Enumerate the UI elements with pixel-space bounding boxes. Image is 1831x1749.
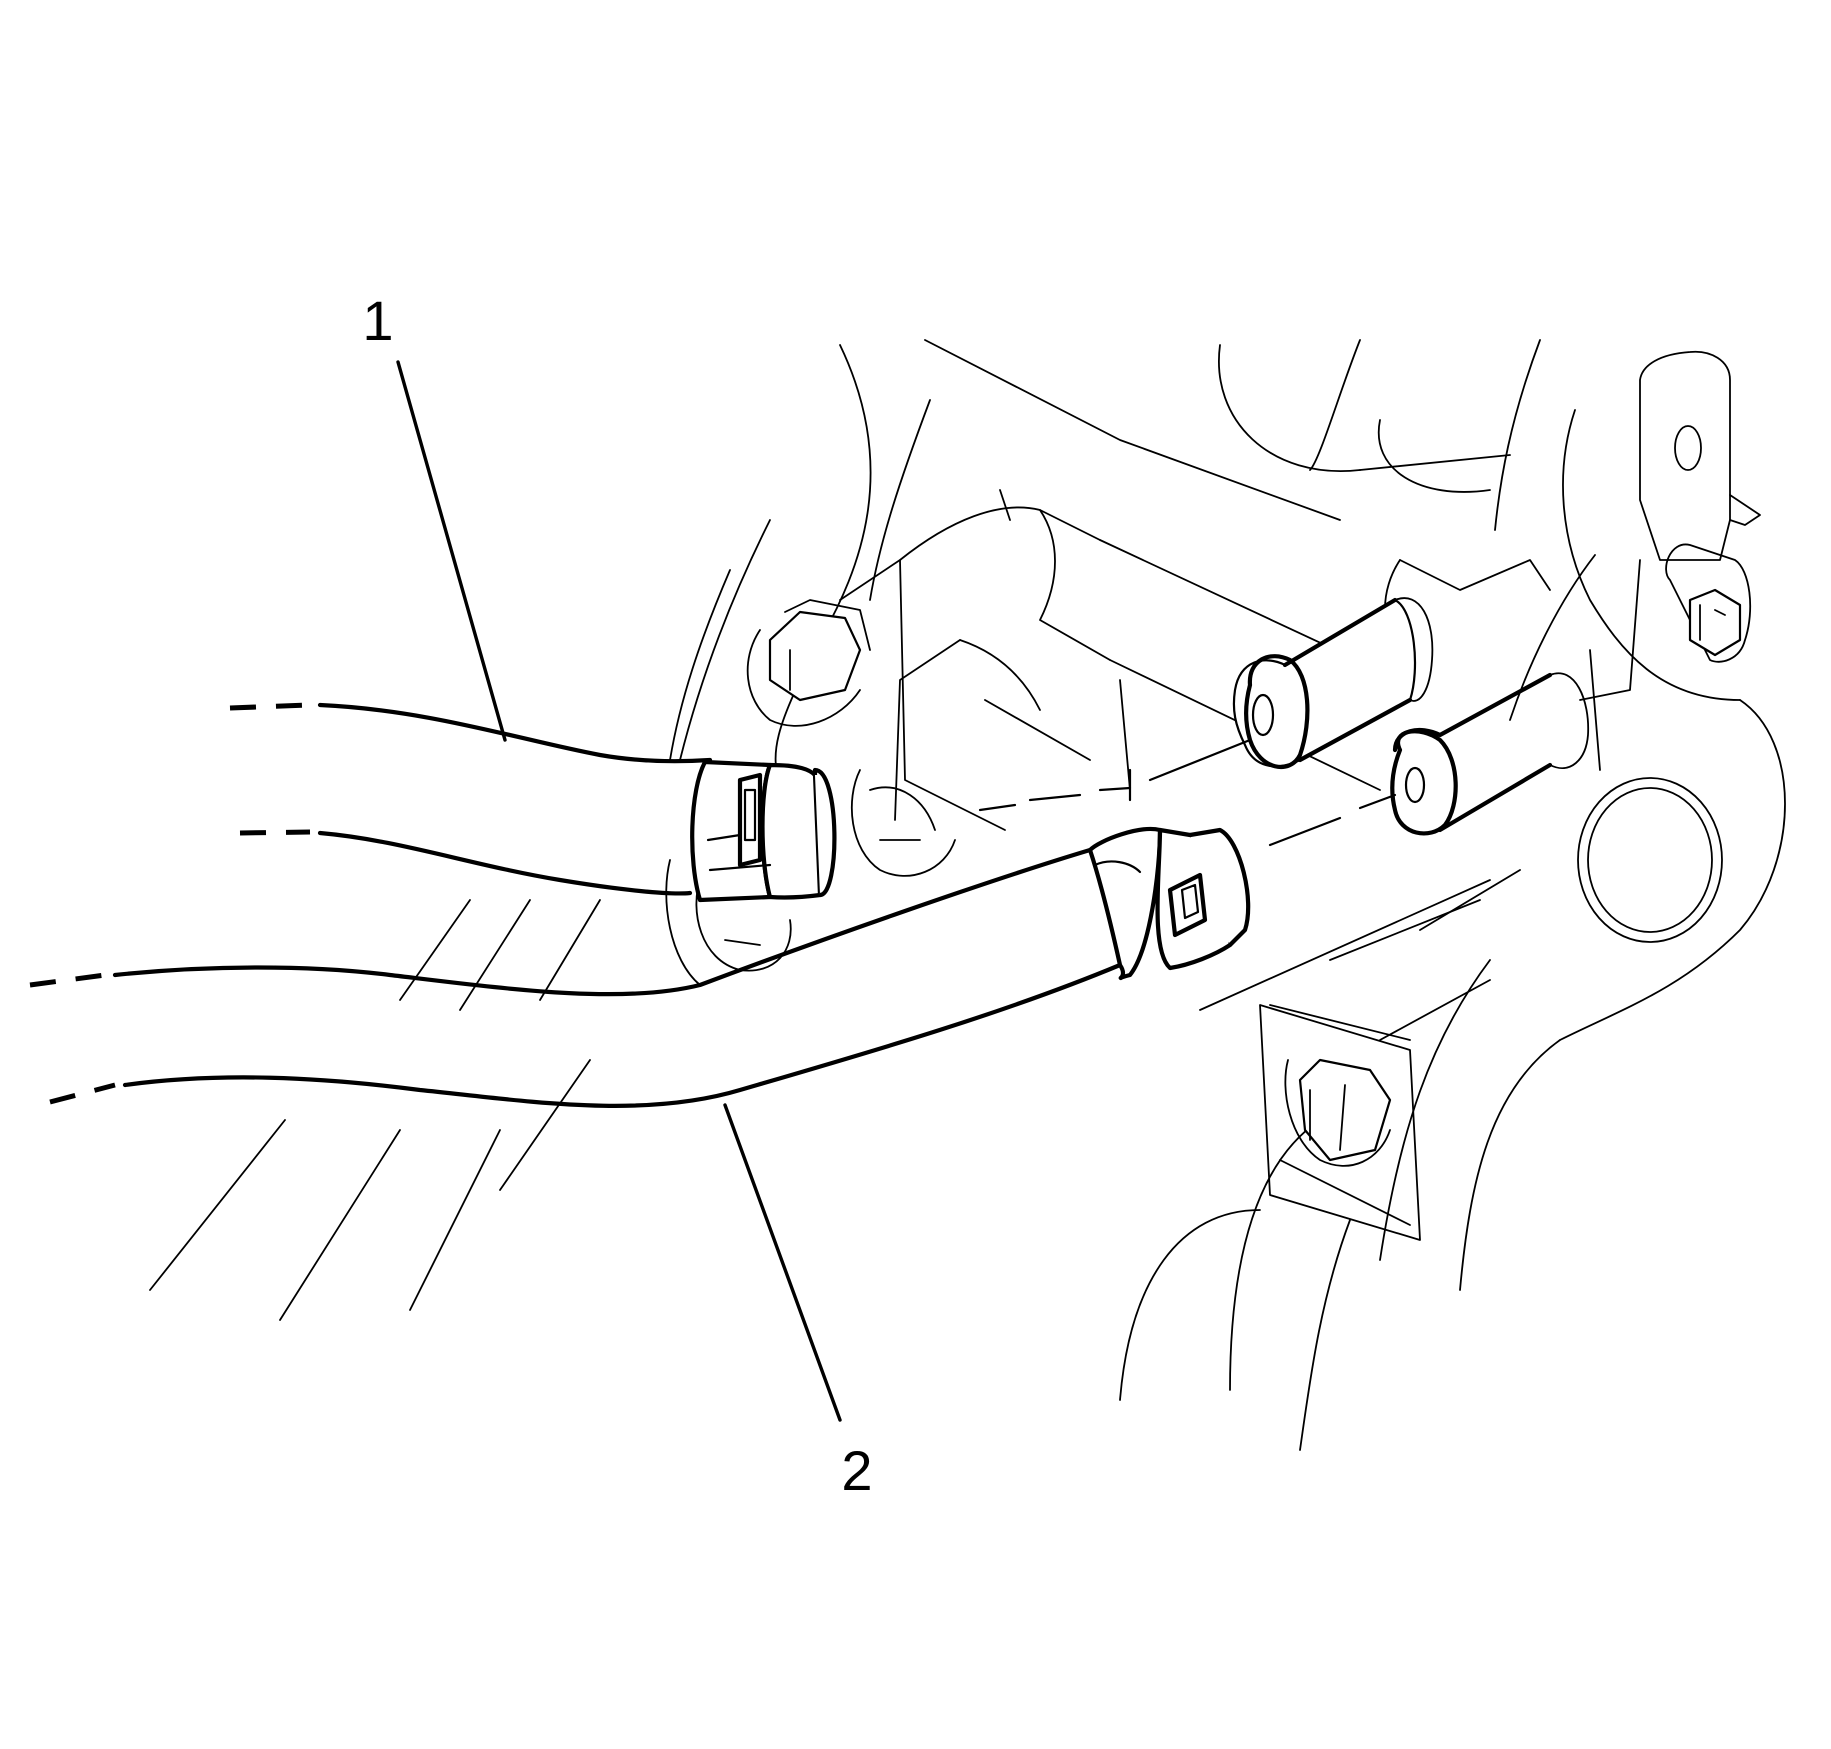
- heater-hose-upper: [229, 702, 713, 896]
- housing-bolt-upper-left: [746, 599, 871, 727]
- housing-bolt-center: [850, 769, 956, 877]
- shadow-hatching: [149, 899, 601, 1321]
- engine-block-outline: [669, 339, 1541, 801]
- outlet-pipe-upper: [1232, 597, 1434, 770]
- bolt-lower-center: [1259, 1004, 1421, 1241]
- callout-label-2: 2: [841, 1439, 872, 1502]
- callout-label-1: 1: [362, 289, 393, 352]
- lower-housing: [1119, 869, 1561, 1451]
- leader-line-2: [723, 1103, 842, 1422]
- mounting-bracket: [1509, 350, 1786, 1041]
- heater-hose-lower: [29, 847, 1123, 1108]
- bolt-upper-right: [1665, 543, 1752, 663]
- hose-clamp-upper: [690, 759, 837, 903]
- leader-line-1: [396, 360, 507, 742]
- callout-2: 2: [723, 1103, 873, 1502]
- thermostat-housing: [839, 489, 1551, 831]
- callout-1: 1: [362, 289, 507, 742]
- outlet-pipe-lower: [1390, 649, 1601, 836]
- alignment-dash-lower: [1268, 793, 1397, 847]
- hose-clamp-lower: [1087, 826, 1251, 981]
- alignment-dash-upper: [978, 738, 1252, 812]
